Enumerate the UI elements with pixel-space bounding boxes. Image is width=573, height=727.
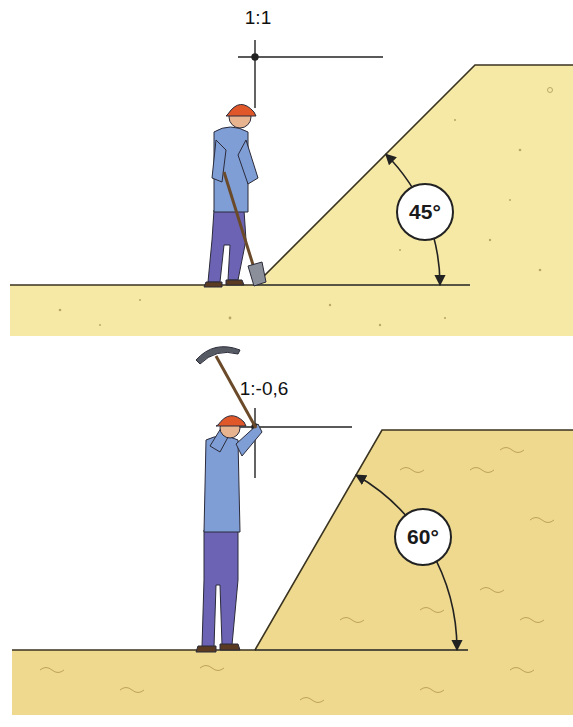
soil-texture	[59, 88, 553, 327]
slope-ratio: 1:-0,6	[240, 378, 289, 400]
soil-body	[12, 430, 573, 715]
worker-figure	[204, 104, 266, 287]
soil-surface	[12, 430, 573, 650]
base-line	[255, 284, 470, 286]
soil-body	[10, 65, 573, 336]
slope-ratio: 1:1	[245, 7, 271, 29]
circle-shape	[397, 184, 453, 240]
crosshair	[238, 408, 352, 478]
soil-surface	[10, 65, 573, 285]
angle-arc	[386, 154, 440, 285]
angle-circle: 60°	[394, 508, 452, 566]
crosshair	[238, 40, 383, 108]
base-line	[255, 649, 468, 651]
circle-shape	[395, 509, 451, 565]
angle-arc	[356, 475, 457, 650]
soil-texture	[40, 448, 554, 703]
angle-circle: 45°	[396, 183, 454, 241]
angle-value: 45°	[409, 200, 441, 224]
angle-value: 60°	[407, 525, 439, 549]
